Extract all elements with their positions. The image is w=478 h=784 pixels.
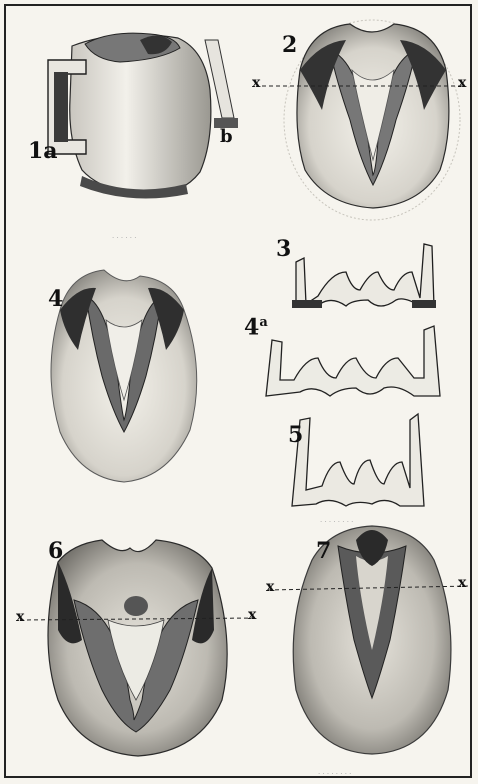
label-fig-4a-sup: a [259,315,267,330]
figure-4-hoof-sole [51,270,197,482]
label-fig-6: 6 [48,540,63,562]
label-fig-7: 7 [316,540,331,562]
figure-7-hoof-sole: · · · · · · · · [268,526,470,778]
figure-3-shoe-section [292,244,436,308]
figure-5-shoe-section: · · · · · · · · [292,414,424,526]
svg-text:· · · · · ·: · · · · · · [112,234,136,242]
label-fig-4: 4 [48,288,63,310]
label-fig-1b: b [220,128,233,146]
x-marker-fig6-right: x [248,608,256,622]
label-fig-5: 5 [288,424,303,446]
x-marker-fig6-left: x [16,610,24,624]
svg-text:· · · · · · · ·: · · · · · · · · [320,518,353,526]
svg-text:· · · · · · · ·: · · · · · · · · [318,770,351,778]
x-marker-fig2-right: x [458,76,466,90]
figure-6-hoof-sole [20,540,256,756]
x-marker-fig7-right: x [458,576,466,590]
x-marker-fig2-left: x [252,76,260,90]
figure-4a-shoe-section [266,326,440,396]
x-marker-fig7-left: x [266,580,274,594]
label-fig-2: 2 [282,34,297,56]
label-fig-4a-main: 4 [244,314,259,340]
label-fig-3: 3 [276,238,291,260]
label-fig-1a: 1a [28,140,58,162]
figure-1a-hoof-side-view: · · · · · · [48,33,238,242]
label-fig-4a: 4a [244,316,268,338]
